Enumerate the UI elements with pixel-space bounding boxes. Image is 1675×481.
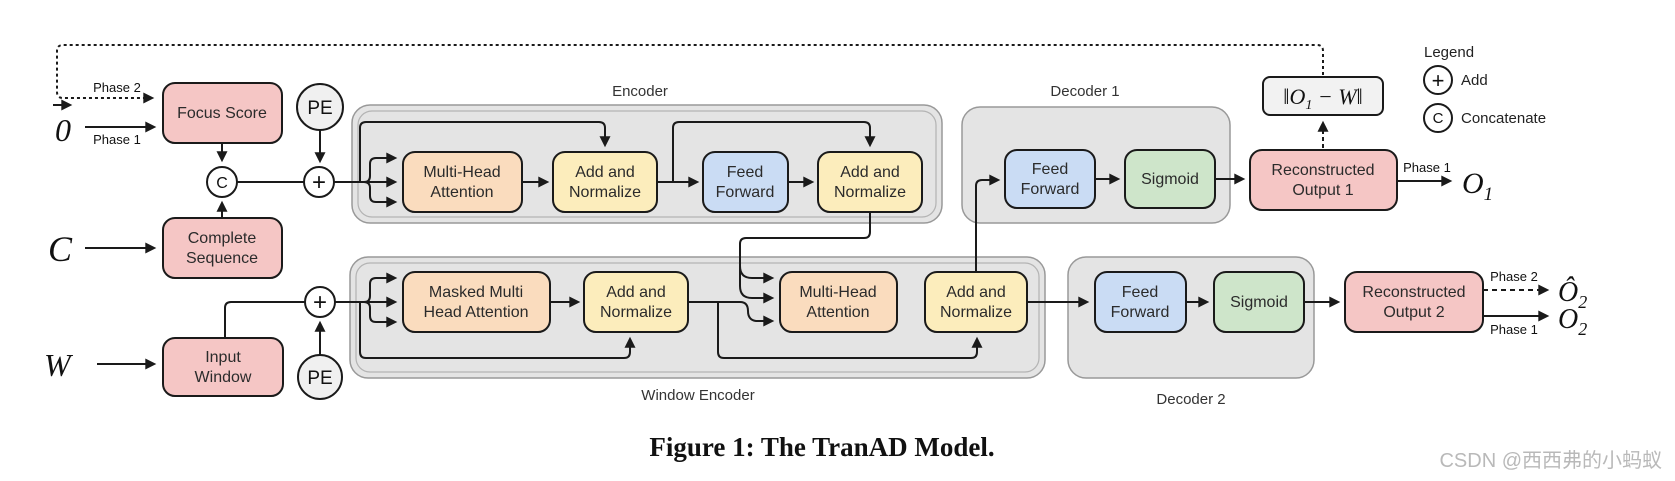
sigmoid-decoder2-block: Sigmoid [1213,271,1305,333]
svg-text:Sigmoid: Sigmoid [1230,294,1288,311]
svg-text:PE: PE [307,98,332,119]
legend-concat-icon [1423,103,1453,133]
add-operator-icon-window: + [304,286,336,318]
o2hat-output-symbol: Ô2 [1558,277,1587,312]
concat-operator-icon: C [206,166,238,198]
phase1-o1-label: Phase 1 [1403,160,1451,175]
w-input-symbol: W [44,347,74,383]
focus-score-block: Focus Score [162,82,283,144]
legend-add-icon [1423,65,1453,95]
phase1-input-label: Phase 1 [93,132,141,147]
phase2-o2-label: Phase 2 [1490,269,1538,284]
figure-caption: Figure 1: The TranAD Model. [649,432,994,462]
window-encoder-label: Window Encoder [641,387,754,404]
legend: Legend + Add C Concatenate [1423,44,1546,133]
connections [56,44,1550,370]
svg-text:Sigmoid: Sigmoid [1141,171,1199,188]
c-input-symbol: C [48,229,73,269]
anomaly-score-box: ‖O1 − W‖ [1262,76,1384,116]
decoder1-label: Decoder 1 [1050,83,1119,100]
svg-text:‖O1 − W‖: ‖O1 − W‖ [1283,84,1362,113]
svg-text:C: C [216,175,228,192]
o2-output-symbol: O2 [1558,304,1587,339]
svg-text:+: + [312,169,326,196]
o1-output-symbol: O1 [1462,167,1493,205]
decoder2-label: Decoder 2 [1156,391,1225,408]
legend-title: Legend [1424,44,1474,61]
svg-text:+: + [1432,68,1445,93]
encoder-label: Encoder [612,83,668,100]
svg-text:PE: PE [307,368,332,389]
zero-vector-symbol: 0 [53,99,73,148]
sigmoid-decoder1-block: Sigmoid [1124,149,1216,209]
watermark: CSDN @西西弗的小蚂蚁 [1439,449,1662,472]
svg-text:Focus Score: Focus Score [177,105,267,122]
pe-node-window: PE [297,354,343,400]
phase1-o2-label: Phase 1 [1490,322,1538,337]
add-operator-icon-encoder: + [303,166,335,198]
phase2-input-label: Phase 2 [93,80,141,95]
pe-node-encoder: PE [296,83,344,131]
svg-text:0: 0 [55,112,71,148]
legend-concatenate-label: Concatenate [1461,110,1546,127]
svg-text:C: C [1433,110,1444,127]
svg-text:+: + [313,289,327,316]
feedback-dashed-wire [56,44,1324,104]
legend-add-label: Add [1461,72,1488,89]
